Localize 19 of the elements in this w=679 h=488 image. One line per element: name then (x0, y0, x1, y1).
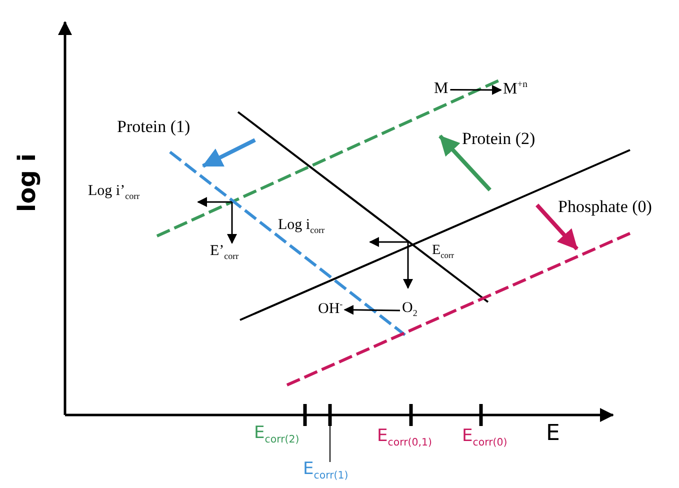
tick-label: E$_{corr(0)}$ (462, 427, 508, 449)
formula-label: O$_{2}$ (402, 300, 418, 319)
arrow (344, 304, 400, 315)
axis-label: E (546, 422, 560, 446)
tick-label: E$_{corr(2)}$ (254, 424, 300, 446)
point-label: Log i$_{corr}$ (278, 217, 325, 236)
point-label: E’$_{corr}$ (210, 243, 239, 262)
formula-label: OH$^{-}$ (318, 300, 343, 318)
arrow (450, 84, 502, 95)
curve-label: Phosphate (0) (558, 198, 652, 217)
formula-label: E$_{corr(1)}$ (303, 460, 348, 482)
formula-label: M (434, 80, 448, 98)
axis-label: log i (14, 154, 40, 212)
curve-label: Protein (1) (117, 118, 190, 137)
curve-label: Protein (2) (462, 130, 536, 149)
formula-label: M$^{+n}$ (503, 80, 528, 98)
point-label: Log i’$_{corr}$ (88, 183, 140, 202)
point-label: E$_{corr}$ (432, 243, 454, 260)
tick-label: E$_{corr(0,1)}$ (377, 427, 432, 449)
